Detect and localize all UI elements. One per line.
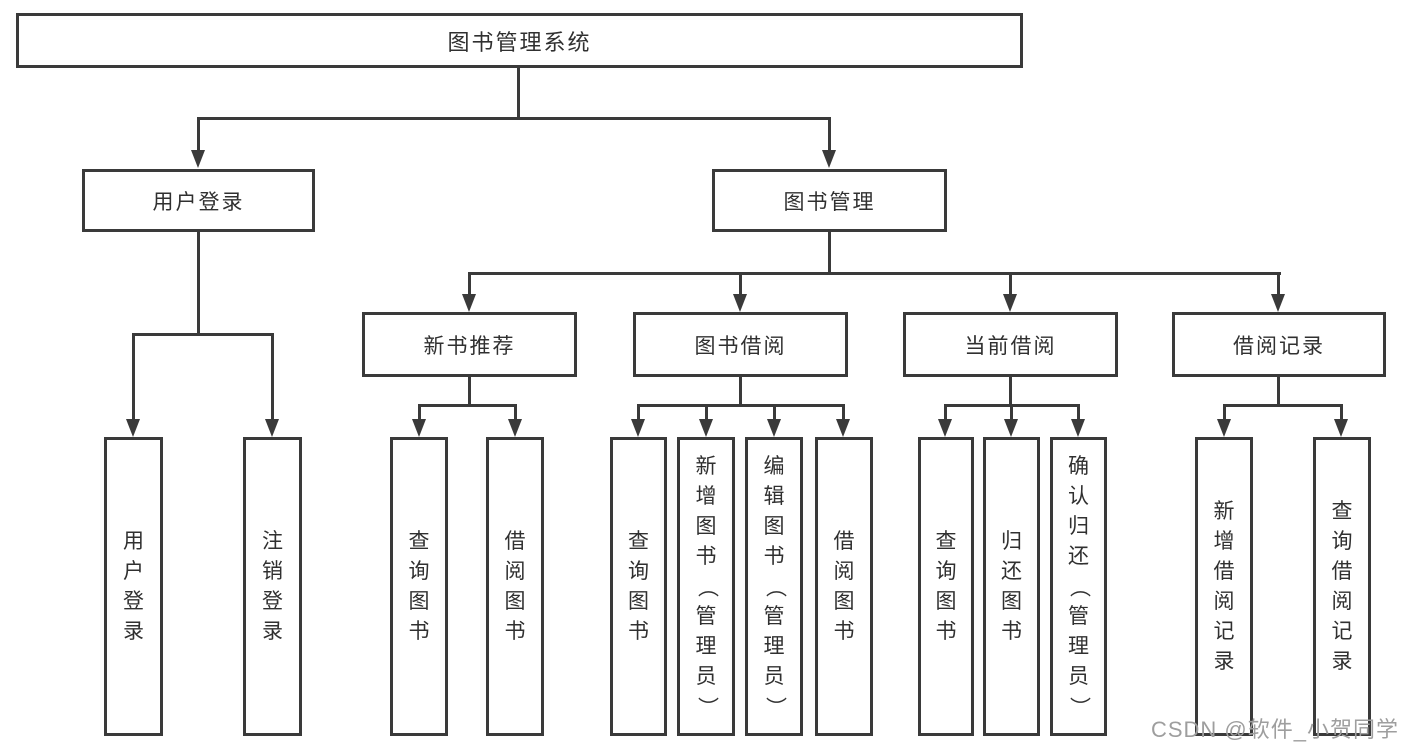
arrowhead-borrow-leaf-3 [767, 419, 781, 437]
node-user-login: 用户登录 [82, 169, 315, 232]
arrowhead-login-leaf-1 [126, 419, 140, 437]
arrowhead-records-leaf-1 [1217, 419, 1231, 437]
connector-l1-drop-login [197, 117, 200, 151]
arrowhead-current-leaf-3 [1071, 419, 1085, 437]
arrowhead-recommend-leaf-1 [412, 419, 426, 437]
csdn-watermark: CSDN @软件_小贺同学 [1150, 717, 1399, 742]
leaf-borrow-edit: 编辑图书（管理员） [745, 437, 803, 736]
connector-current-drop-1 [944, 404, 947, 421]
connector-current-drop-3 [1077, 404, 1080, 421]
connector-login-drop-2 [271, 333, 274, 421]
connector-login-drop-1 [132, 333, 135, 421]
arrowhead-records [1271, 294, 1285, 312]
connector-records-drop-2 [1340, 404, 1343, 421]
connector-current-stem [1009, 377, 1012, 407]
arrowhead-recommend [462, 294, 476, 312]
node-new-book-recommend: 新书推荐 [362, 312, 577, 377]
node-book-management: 图书管理 [712, 169, 947, 232]
arrowhead-borrow-leaf-2 [699, 419, 713, 437]
connector-l3-rail [468, 272, 1281, 275]
arrowhead-borrow-leaf-4 [836, 419, 850, 437]
leaf-recommend-query: 查询图书 [390, 437, 448, 736]
connector-records-stem [1277, 377, 1280, 407]
node-root: 图书管理系统 [16, 13, 1023, 68]
leaf-borrow-borrow: 借阅图书 [815, 437, 873, 736]
node-current-borrow: 当前借阅 [903, 312, 1118, 377]
leaf-login-user: 用户登录 [104, 437, 163, 736]
connector-borrow-rail [637, 404, 845, 407]
connector-current-drop-2 [1010, 404, 1013, 421]
arrowhead-borrow [733, 294, 747, 312]
connector-login-rail [132, 333, 274, 336]
connector-l3-drop-3 [1009, 272, 1012, 297]
connector-borrow-stem [739, 377, 742, 407]
connector-recommend-rail [418, 404, 517, 407]
node-book-borrow: 图书借阅 [633, 312, 848, 377]
arrowhead-login-leaf-2 [265, 419, 279, 437]
connector-records-rail [1223, 404, 1343, 407]
leaf-current-query: 查询图书 [918, 437, 974, 736]
leaf-borrow-query: 查询图书 [610, 437, 667, 736]
connector-borrow-drop-4 [842, 404, 845, 421]
arrowhead-recommend-leaf-2 [508, 419, 522, 437]
leaf-login-logout: 注销登录 [243, 437, 302, 736]
leaf-current-confirm: 确认归还（管理员） [1050, 437, 1107, 736]
connector-l1-rail [197, 117, 831, 120]
arrowhead-current-leaf-2 [1004, 419, 1018, 437]
connector-manage-stem [828, 232, 831, 275]
arrowhead-current-leaf-1 [938, 419, 952, 437]
connector-recommend-drop-1 [418, 404, 421, 421]
arrowhead-manage [822, 150, 836, 168]
arrowhead-login [191, 150, 205, 168]
leaf-records-add: 新增借阅记录 [1195, 437, 1253, 736]
connector-l3-drop-2 [739, 272, 742, 297]
connector-recommend-stem [468, 377, 471, 407]
connector-l1-drop-manage [828, 117, 831, 151]
connector-borrow-drop-1 [637, 404, 640, 421]
leaf-records-query: 查询借阅记录 [1313, 437, 1371, 736]
connector-records-drop-1 [1223, 404, 1226, 421]
connector-recommend-drop-2 [514, 404, 517, 421]
arrowhead-current [1003, 294, 1017, 312]
connector-login-stem [197, 232, 200, 335]
connector-l3-drop-1 [468, 272, 471, 297]
node-borrow-records: 借阅记录 [1172, 312, 1386, 377]
leaf-current-return: 归还图书 [983, 437, 1040, 736]
arrowhead-borrow-leaf-1 [631, 419, 645, 437]
leaf-recommend-borrow: 借阅图书 [486, 437, 544, 736]
connector-root-stem [517, 68, 520, 120]
connector-borrow-drop-3 [773, 404, 776, 421]
leaf-borrow-add: 新增图书（管理员） [677, 437, 735, 736]
arrowhead-records-leaf-2 [1334, 419, 1348, 437]
connector-borrow-drop-2 [705, 404, 708, 421]
connector-l3-drop-4 [1277, 272, 1280, 297]
